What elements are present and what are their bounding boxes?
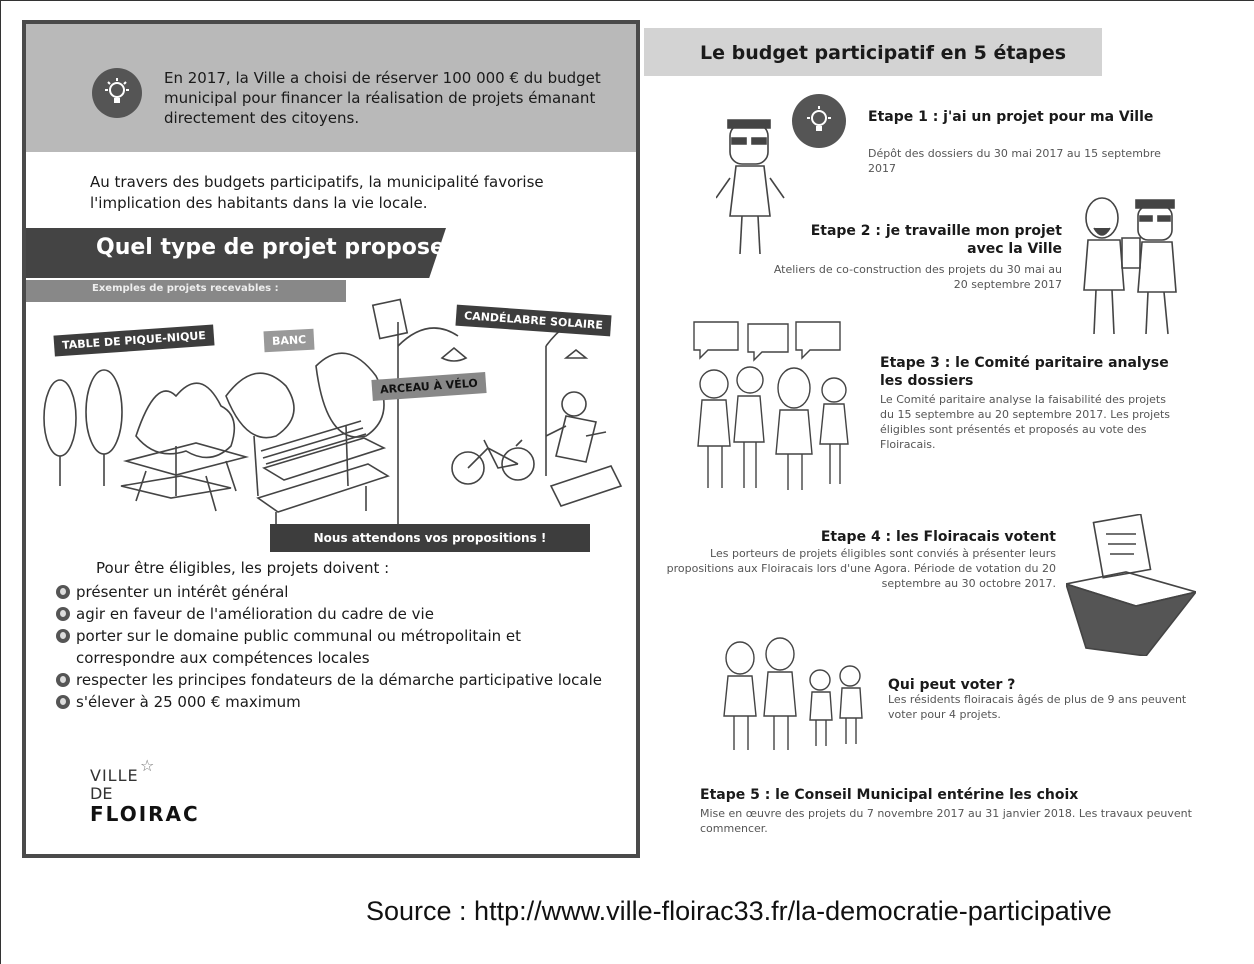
steps-title: Le budget participatif en 5 étapes bbox=[700, 42, 1066, 64]
list-item: agir en faveur de l'amélioration du cadr… bbox=[54, 603, 614, 625]
list-item: présenter un intérêt général bbox=[54, 581, 614, 603]
who-can-vote-desc: Les résidents floiracais âgés de plus de… bbox=[888, 692, 1218, 722]
eligibility-title: Pour être éligibles, les projets doivent… bbox=[96, 559, 389, 577]
person-illustration bbox=[716, 118, 786, 258]
step1-desc: Dépôt des dossiers du 30 mai 2017 au 15 … bbox=[868, 146, 1168, 176]
criteria-list: présenter un intérêt général agir en fav… bbox=[54, 581, 614, 713]
list-item: s'élever à 25 000 € maximum bbox=[54, 691, 614, 713]
list-item: respecter les principes fondateurs de la… bbox=[54, 669, 614, 691]
bullet-icon bbox=[56, 629, 70, 643]
intro-text: En 2017, la Ville a choisi de réserver 1… bbox=[164, 68, 624, 128]
floirac-logo: ☆ VILLE DE FLOIRAC bbox=[90, 756, 250, 836]
lead-paragraph: Au travers des budgets participatifs, la… bbox=[90, 172, 610, 214]
step3-title: Etape 3 : le Comité paritaire analyse le… bbox=[880, 354, 1180, 390]
list-item: porter sur le domaine public communal ou… bbox=[54, 625, 614, 669]
step4-desc: Les porteurs de projets éligibles sont c… bbox=[666, 546, 1056, 591]
bullet-icon bbox=[56, 695, 70, 709]
voters-illustration bbox=[720, 636, 880, 754]
bullet-icon bbox=[56, 607, 70, 621]
step5-desc: Mise en œuvre des projets du 7 novembre … bbox=[700, 806, 1200, 836]
step4-title: Etape 4 : les Floiracais votent bbox=[720, 528, 1056, 546]
source-caption: Source : http://www.ville-floirac33.fr/l… bbox=[366, 896, 1112, 927]
people-illustration bbox=[1072, 194, 1196, 340]
step2-title: Etape 2 : je travaille mon projet avec l… bbox=[800, 222, 1062, 258]
bullet-icon bbox=[56, 673, 70, 687]
committee-illustration bbox=[684, 318, 864, 498]
flyer-panel: En 2017, la Ville a choisi de réserver 1… bbox=[22, 20, 640, 858]
call-banner: Nous attendons vos propositions ! bbox=[270, 524, 590, 552]
bullet-icon bbox=[56, 585, 70, 599]
step3-desc: Le Comité paritaire analyse la faisabili… bbox=[880, 392, 1180, 452]
step2-desc: Ateliers de co-construction des projets … bbox=[760, 262, 1062, 292]
section-title: Quel type de projet proposer ? bbox=[96, 235, 476, 260]
lightbulb-icon bbox=[92, 68, 142, 118]
tag-bench: BANC bbox=[263, 329, 314, 353]
intro-banner: En 2017, la Ville a choisi de réserver 1… bbox=[26, 24, 636, 152]
step5-title: Etape 5 : le Conseil Municipal entérine … bbox=[700, 786, 1200, 804]
ballot-box-illustration bbox=[1066, 514, 1196, 656]
star-icon: ☆ bbox=[140, 756, 154, 775]
step1-title: Etape 1 : j'ai un projet pour ma Ville bbox=[868, 108, 1168, 126]
lightbulb-icon bbox=[792, 94, 846, 148]
